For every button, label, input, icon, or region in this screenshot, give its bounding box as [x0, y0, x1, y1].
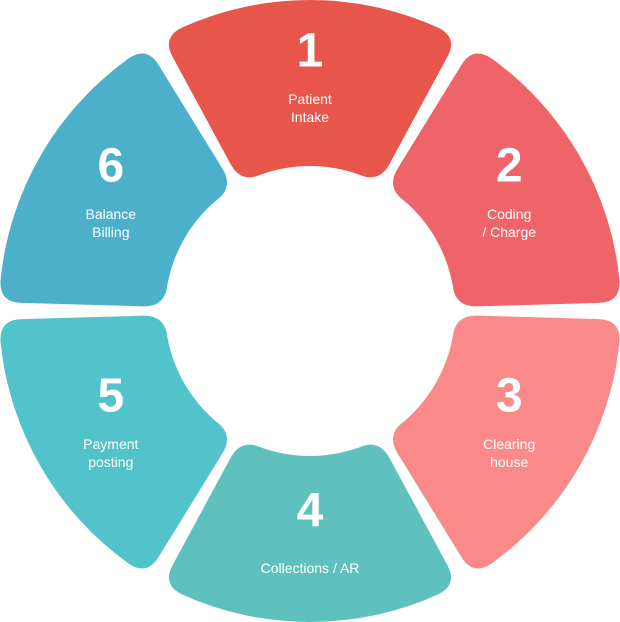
segment-number: 2	[496, 140, 523, 193]
segment-shape	[0, 315, 228, 569]
segment-label-line: house	[490, 454, 528, 470]
segment-number: 4	[297, 485, 324, 538]
segment-number: 1	[297, 25, 324, 78]
segment-label-line: Coding	[487, 206, 531, 222]
segment-label-line: / Charge	[482, 224, 536, 240]
segment-label-line: Intake	[291, 109, 329, 125]
segment-shape	[392, 315, 620, 569]
segment-number: 5	[97, 370, 124, 423]
segment-shape	[168, 444, 452, 622]
segment-label-line: Patient	[288, 91, 332, 107]
segment-label-line: Clearing	[483, 436, 535, 452]
segment-shape	[168, 0, 452, 178]
segment-label-line: Collections / AR	[261, 560, 360, 576]
segment-label-line: Billing	[92, 224, 129, 240]
segment-shape	[0, 53, 228, 307]
segment-label-line: Balance	[86, 206, 137, 222]
segment-shape	[392, 53, 620, 307]
segment-number: 6	[97, 140, 124, 193]
segment-label-line: Payment	[83, 436, 138, 452]
segment-label-line: posting	[88, 454, 133, 470]
segment-number: 3	[496, 370, 523, 423]
